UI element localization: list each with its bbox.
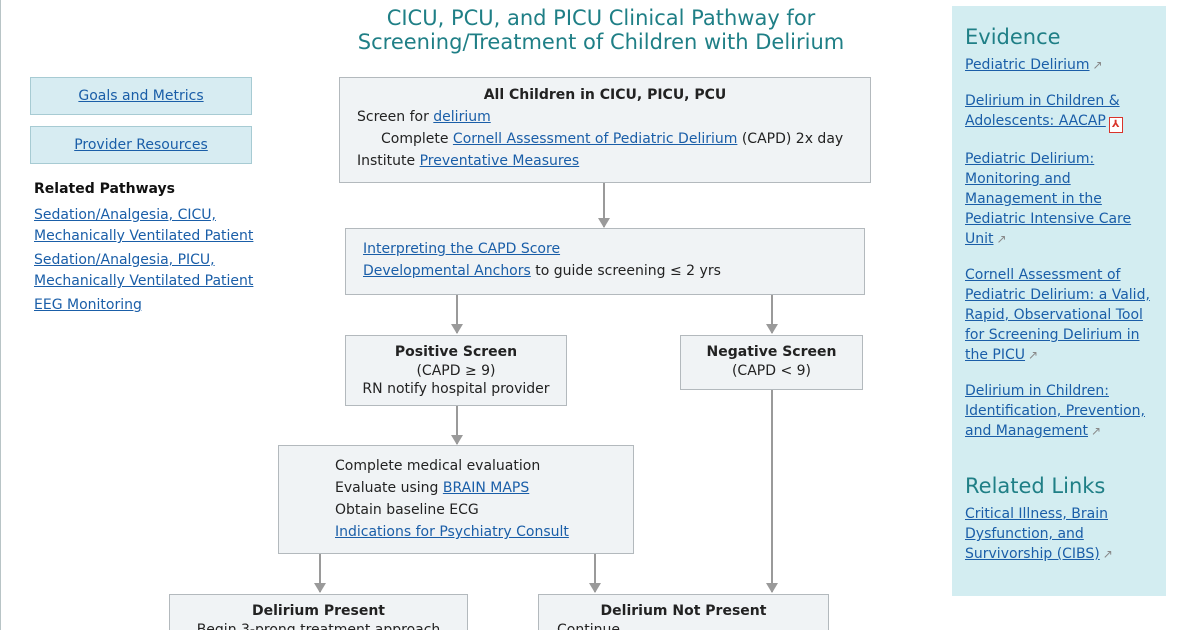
page-left-border [0,0,1,630]
external-link-icon: ↗ [1092,58,1103,72]
arrow-down [451,406,463,445]
delirium-present-box: Delirium Present Begin 3-prong treatment… [169,594,468,630]
medical-evaluation-box: Complete medical evaluation Evaluate usi… [278,445,634,554]
arrow-down [766,295,778,334]
related-links-heading: Related Links [965,474,1106,498]
eval-line-4: Indications for Psychiatry Consult [335,521,633,543]
negative-screen-score: (CAPD < 9) [731,363,812,379]
arrow-down [589,554,601,593]
evidence-list: Pediatric Delirium↗ Delirium in Children… [965,55,1159,457]
anchors-suffix: to guide screening ≤ 2 yrs [530,263,721,279]
related-pathway-link[interactable]: Sedation/Analgesia, PICU, Mechanically V… [34,252,254,289]
institute-line: Institute Preventative Measures [357,150,870,172]
goals-and-metrics-button[interactable]: Goals and Metrics [30,77,252,115]
eval-line-2-prefix: Evaluate using [335,480,443,496]
provider-resources-button[interactable]: Provider Resources [30,126,252,164]
evidence-link[interactable]: Pediatric Delirium [965,57,1090,73]
delirium-present-title: Delirium Present [252,603,385,619]
capd-link[interactable]: Cornell Assessment of Pediatric Delirium [452,131,738,147]
capd-score-line: Interpreting the CAPD Score [363,238,864,260]
institute-prefix: Institute [357,153,420,169]
interpreting-capd-link[interactable]: Interpreting the CAPD Score [363,241,561,257]
arrow-down [314,554,326,593]
page-title-line-2: Screening/Treatment of Children with Del… [357,30,845,54]
positive-screen-score: (CAPD ≥ 9) [416,363,496,379]
related-pathways-heading: Related Pathways [34,181,176,197]
arrow-down [598,183,610,228]
external-link-icon: ↗ [1091,424,1102,438]
list-item: Delirium in Children: Identification, Pr… [965,381,1159,441]
negative-screen-title: Negative Screen [706,344,837,360]
evidence-link[interactable]: Pediatric Delirium: Monitoring and Manag… [965,151,1132,247]
page-title: CICU, PCU, and PICU Clinical Pathway for… [300,6,902,54]
screen-line: Screen for delirium [357,106,870,128]
arrow-down [451,295,463,334]
related-link[interactable]: Critical Illness, Brain Dysfunction, and… [965,506,1109,562]
pdf-icon: ⅄ [1108,117,1123,133]
preventative-measures-link[interactable]: Preventative Measures [419,153,580,169]
delirium-link[interactable]: delirium [433,109,491,125]
related-pathway-link[interactable]: EEG Monitoring [34,297,142,313]
delirium-not-present-box: Delirium Not Present Continue [538,594,829,630]
list-item: Sedation/Analgesia, CICU, Mechanically V… [34,204,274,246]
list-item: Delirium in Children & Adolescents: AACA… [965,91,1159,133]
brain-maps-link[interactable]: BRAIN MAPS [442,480,530,496]
arrow-down [766,390,778,593]
delirium-not-present-title: Delirium Not Present [600,603,767,619]
developmental-anchors-link[interactable]: Developmental Anchors [363,263,531,279]
screen-prefix: Screen for [357,109,434,125]
goals-and-metrics-link[interactable]: Goals and Metrics [78,88,204,104]
provider-resources-link[interactable]: Provider Resources [74,137,208,153]
eval-line-2: Evaluate using BRAIN MAPS [335,477,633,499]
external-link-icon: ↗ [1102,547,1113,561]
list-item: Pediatric Delirium: Monitoring and Manag… [965,149,1159,249]
external-link-icon: ↗ [996,232,1007,246]
capd-score-box: Interpreting the CAPD Score Developmenta… [345,228,865,295]
list-item: EEG Monitoring [34,294,274,315]
delirium-not-present-sub: Continue [557,622,620,630]
positive-screen-box: Positive Screen (CAPD ≥ 9) RN notify hos… [345,335,567,406]
list-item: Critical Illness, Brain Dysfunction, and… [965,504,1159,564]
complete-suffix: (CAPD) 2x day [737,131,844,147]
complete-prefix: Complete [381,131,453,147]
page-title-line-1: CICU, PCU, and PICU Clinical Pathway for [386,6,816,30]
positive-screen-title: Positive Screen [394,344,518,360]
list-item: Pediatric Delirium↗ [965,55,1159,75]
related-pathway-link[interactable]: Sedation/Analgesia, CICU, Mechanically V… [34,207,254,244]
list-item: Cornell Assessment of Pediatric Delirium… [965,265,1159,365]
positive-screen-note: RN notify hospital provider [362,381,550,397]
evidence-link[interactable]: Delirium in Children & Adolescents: AACA… [965,93,1120,129]
evidence-link[interactable]: Cornell Assessment of Pediatric Delirium… [965,267,1150,363]
related-links-list: Critical Illness, Brain Dysfunction, and… [965,504,1159,580]
all-children-title: All Children in CICU, PICU, PCU [483,87,727,103]
delirium-present-sub: Begin 3-prong treatment approach [196,622,441,630]
eval-line-3: Obtain baseline ECG [335,502,479,518]
negative-screen-box: Negative Screen (CAPD < 9) [680,335,863,390]
related-pathways-list: Sedation/Analgesia, CICU, Mechanically V… [34,204,274,318]
evidence-heading: Evidence [965,25,1061,49]
right-panel [952,6,1166,596]
complete-line: Complete Cornell Assessment of Pediatric… [357,128,870,150]
all-children-box: All Children in CICU, PICU, PCU Screen f… [339,77,871,183]
psychiatry-consult-link[interactable]: Indications for Psychiatry Consult [335,524,569,540]
anchors-line: Developmental Anchors to guide screening… [363,260,864,282]
eval-line-1: Complete medical evaluation [335,458,541,474]
evidence-link[interactable]: Delirium in Children: Identification, Pr… [965,383,1145,439]
external-link-icon: ↗ [1028,348,1039,362]
list-item: Sedation/Analgesia, PICU, Mechanically V… [34,249,274,291]
